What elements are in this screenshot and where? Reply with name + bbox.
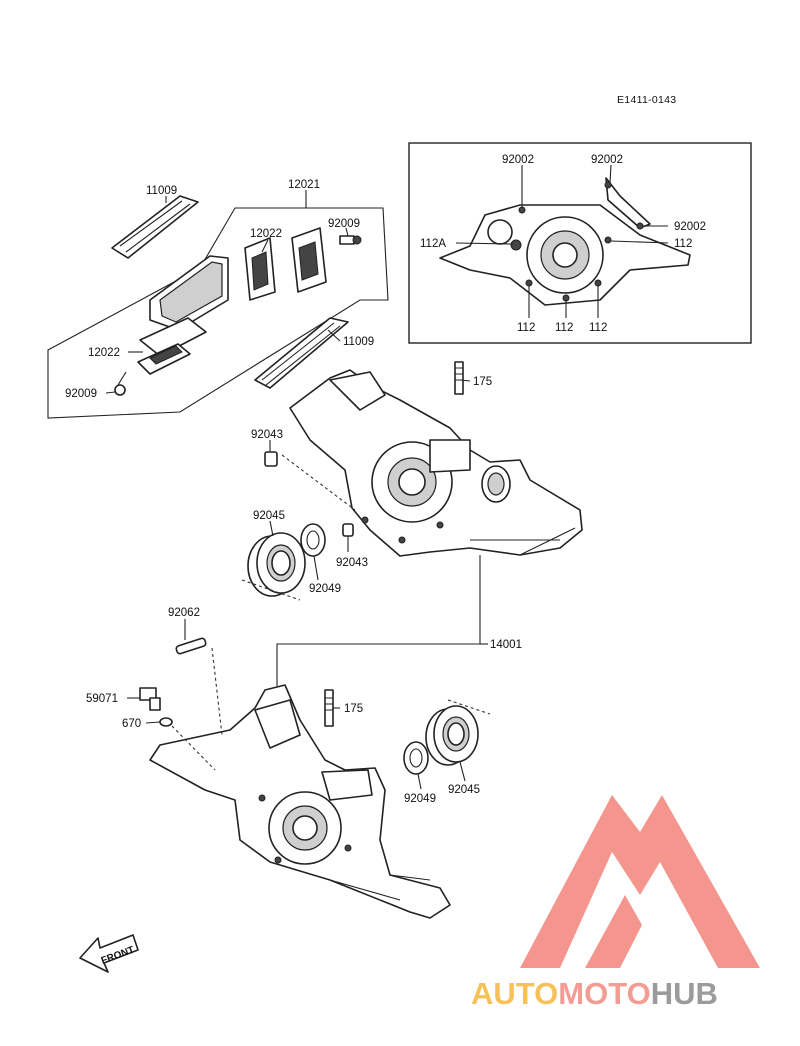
reed-gasket-top <box>111 195 199 259</box>
drain-plug-59071 <box>139 687 161 711</box>
label-92049-b: 92049 <box>404 793 436 805</box>
label-92009-a: 92009 <box>328 218 360 230</box>
label-670: 670 <box>122 718 141 730</box>
label-59071: 59071 <box>86 693 118 705</box>
reed-valve-group <box>47 195 389 419</box>
cover-inset <box>408 142 752 344</box>
reed-stop-lower <box>139 317 207 357</box>
watermark-logo: AUTOMOTOHUB <box>471 795 760 1011</box>
bearing-92045-upper <box>247 532 306 597</box>
bearing-92045-lower <box>425 705 479 766</box>
label-11009-mid: 11009 <box>343 336 374 348</box>
crankcase-upper <box>289 369 583 557</box>
label-11009-top: 11009 <box>146 185 177 197</box>
label-92002-b: 92002 <box>591 154 623 166</box>
inset-frame <box>408 142 752 344</box>
stud-175-upper <box>454 361 464 395</box>
label-92043-a: 92043 <box>251 429 283 441</box>
watermark-triangle-icon <box>520 795 760 968</box>
label-92002-c: 92002 <box>674 221 706 233</box>
label-112A: 112A <box>420 238 446 250</box>
label-112-b1: 112 <box>517 322 535 334</box>
label-175-top: 175 <box>473 376 492 388</box>
bolt-92009-top <box>339 235 355 245</box>
label-92043-b: 92043 <box>336 557 368 569</box>
part-labels: 11009 12021 12022 92009 12022 92009 1100… <box>65 154 706 805</box>
label-92049-a: 92049 <box>309 583 341 595</box>
reed-gasket-mid <box>254 317 349 389</box>
bolt-92009-lower <box>114 384 126 396</box>
watermark-text: AUTOMOTOHUB <box>471 976 718 1011</box>
label-92045-a: 92045 <box>253 510 285 522</box>
label-92062: 92062 <box>168 607 200 619</box>
dowel-92043-lower <box>342 523 354 537</box>
label-112-right: 112 <box>674 238 692 250</box>
label-14001: 14001 <box>490 639 522 651</box>
seal-92049-lower <box>403 741 429 775</box>
label-12022-a: 12022 <box>250 228 282 240</box>
crankcase-lower <box>149 684 451 919</box>
label-175-bot: 175 <box>344 703 363 715</box>
front-arrow: FRONT <box>79 934 139 973</box>
label-12022-b: 12022 <box>88 347 120 359</box>
washer-670 <box>159 717 173 727</box>
label-92045-b: 92045 <box>448 784 480 796</box>
label-92009-b: 92009 <box>65 388 97 400</box>
label-92002-a: 92002 <box>502 154 534 166</box>
label-112-b3: 112 <box>589 322 607 334</box>
reed-group-outline <box>47 207 389 419</box>
label-112-b2: 112 <box>555 322 573 334</box>
leader-lines <box>105 164 669 790</box>
dowel-92043-upper <box>264 451 278 467</box>
diagram-code: E1411-0143 <box>617 94 676 106</box>
seal-92049-upper <box>300 523 326 557</box>
stud-175-lower <box>324 689 334 727</box>
label-12021: 12021 <box>288 179 320 191</box>
pin-92062 <box>175 637 207 655</box>
